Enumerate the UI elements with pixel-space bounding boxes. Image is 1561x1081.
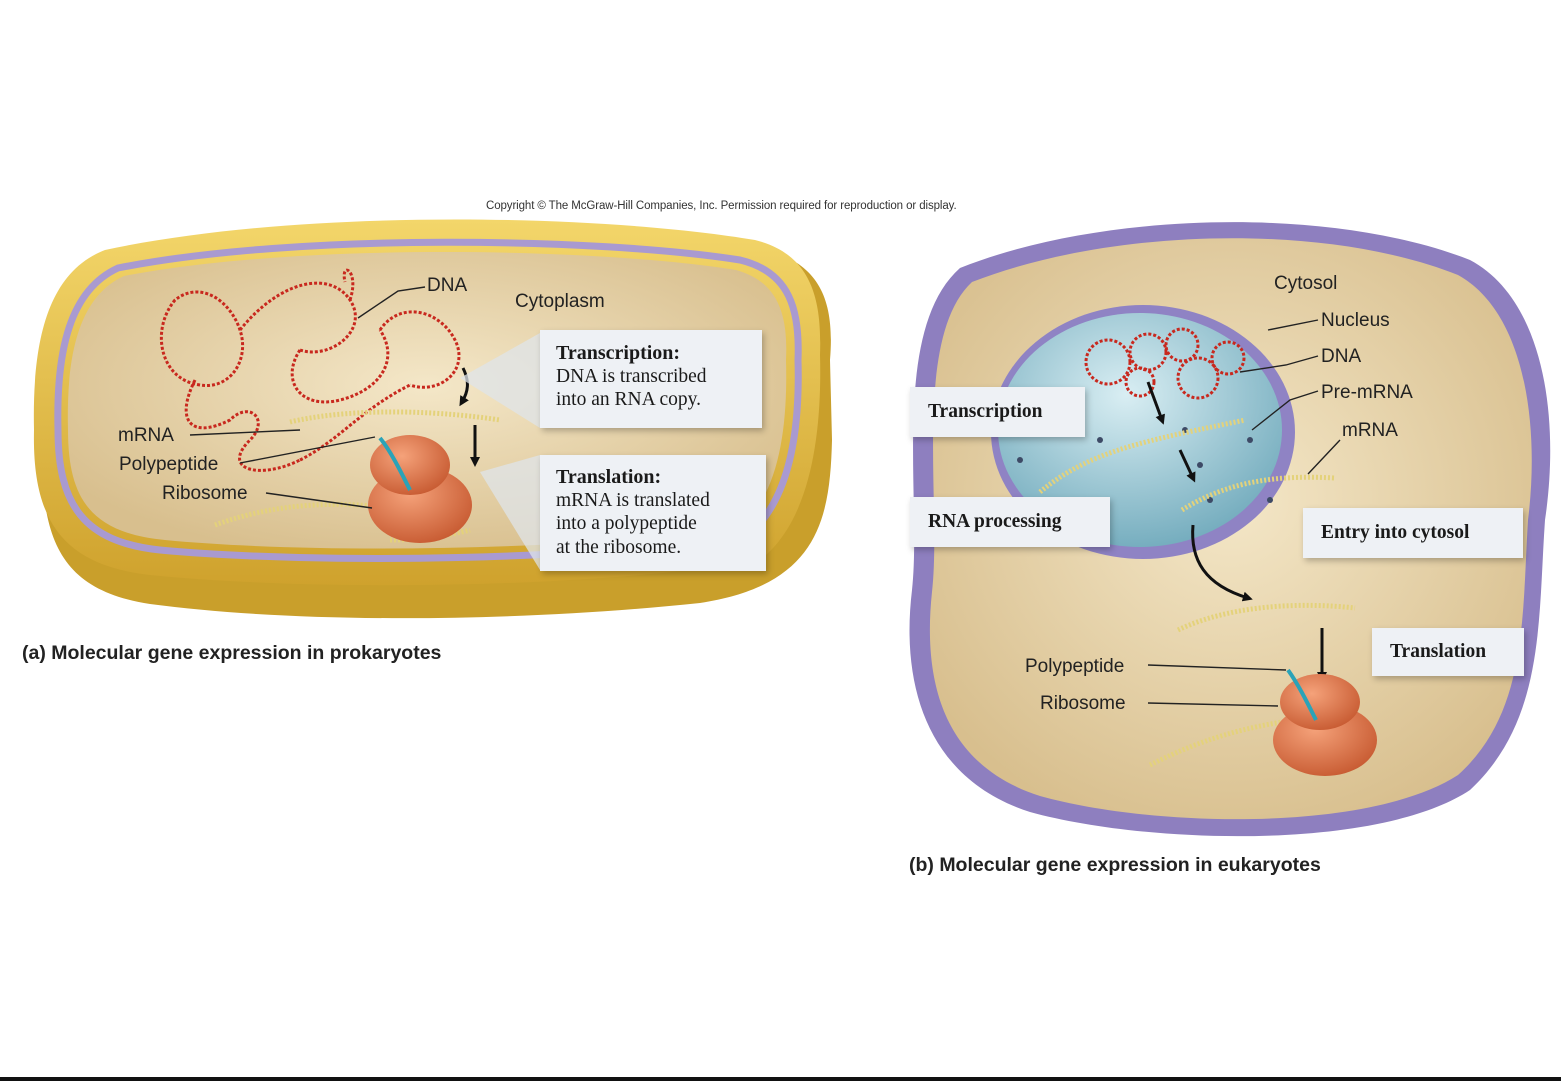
- translation-line-2: into a polypeptide: [556, 513, 697, 535]
- label-polypeptide: Polypeptide: [119, 454, 219, 475]
- bottom-border: [0, 1077, 1561, 1081]
- translation-heading: Translation:: [556, 466, 662, 488]
- prokaryote-mrna-strand: [289, 409, 501, 425]
- transcription-arrow: [459, 367, 469, 407]
- label-mrna: mRNA: [118, 425, 174, 446]
- eukaryote-ribosome: [1273, 668, 1377, 776]
- prokaryote-dna: [159, 268, 461, 472]
- transcription-callout-wedge: [460, 333, 540, 428]
- transcription-box: Transcription: DNA is transcribed into a…: [540, 330, 762, 428]
- euk-processing-arrow: [1178, 449, 1196, 483]
- step-transcription: Transcription: [910, 387, 1085, 437]
- translation-line-1: mRNA is translated: [556, 490, 710, 511]
- label-nucleus: Nucleus: [1321, 310, 1390, 331]
- translation-box: Translation: mRNA is translated into a p…: [540, 455, 766, 571]
- caption-eukaryotes: (b) Molecular gene expression in eukaryo…: [909, 854, 1321, 876]
- nucleus-interior: [998, 313, 1282, 547]
- transcription-line-1: DNA is transcribed: [556, 366, 707, 387]
- label-cytoplasm: Cytoplasm: [515, 291, 605, 312]
- label-pre-mrna: Pre-mRNA: [1321, 382, 1413, 403]
- step-entry-cytosol: Entry into cytosol: [1303, 508, 1523, 558]
- eukaryote-cell: [909, 222, 1551, 837]
- label-dna: DNA: [427, 275, 468, 296]
- prokaryote-mrna-strand-3: [389, 527, 471, 543]
- step-rna-processing: RNA processing: [910, 497, 1110, 547]
- label-ribosome: Ribosome: [162, 483, 248, 504]
- euk-entry-arrow: [1191, 524, 1253, 602]
- eukaryote-dna: [1084, 327, 1246, 400]
- label-euk-ribosome: Ribosome: [1040, 693, 1126, 714]
- copyright-notice: Copyright © The McGraw-Hill Companies, I…: [486, 200, 957, 212]
- transcription-heading: Transcription:: [556, 342, 681, 364]
- step-translation: Translation: [1372, 628, 1524, 676]
- translation-callout-wedge: [480, 455, 540, 570]
- label-euk-polypeptide: Polypeptide: [1025, 656, 1125, 677]
- prokaryote-leader-lines: [189, 286, 426, 509]
- label-cytosol: Cytosol: [1274, 273, 1338, 294]
- transcription-line-2: into an RNA copy.: [556, 389, 701, 411]
- translation-line-3: at the ribosome.: [556, 536, 682, 558]
- euk-transcription-arrow: [1146, 381, 1165, 425]
- prokaryote-mrna-strand-2: [214, 501, 391, 528]
- caption-prokaryotes: (a) Molecular gene expression in prokary…: [22, 642, 442, 664]
- prokaryote-ribosome: [368, 435, 472, 543]
- label-euk-dna: DNA: [1321, 346, 1362, 367]
- eukaryote-leader-lines: [1147, 319, 1341, 707]
- label-euk-mrna: mRNA: [1342, 420, 1398, 441]
